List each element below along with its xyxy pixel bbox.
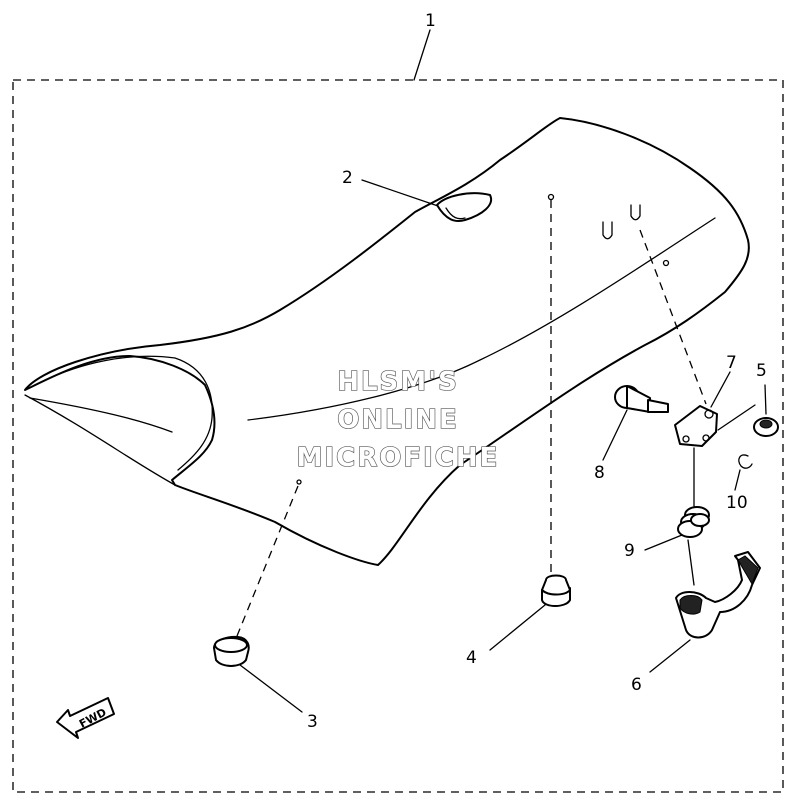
- seat-assembly: [24, 117, 750, 566]
- spring-line-bottom: [687, 539, 695, 586]
- callout-5[interactable]: 5: [756, 361, 767, 381]
- callout-3[interactable]: 3: [307, 712, 318, 732]
- part-5-grommet: [753, 417, 779, 437]
- part-8-bolt: [614, 385, 669, 413]
- callout-6[interactable]: 6: [631, 675, 642, 695]
- leader-6: [649, 639, 691, 673]
- leader-4: [489, 604, 546, 651]
- callout-4[interactable]: 4: [466, 648, 477, 668]
- leader-10: [734, 469, 741, 491]
- fwd-arrow: FWD: [56, 697, 115, 739]
- leader-1: [413, 29, 431, 81]
- watermark-line-2: ONLINE: [337, 405, 459, 435]
- part-10-clip: [738, 454, 753, 469]
- leader-2: [361, 179, 439, 207]
- callout-7[interactable]: 7: [726, 353, 737, 373]
- callout-9[interactable]: 9: [624, 541, 635, 561]
- watermark-line-3: MICROFICHE: [297, 443, 500, 473]
- part-2-strap: [436, 192, 493, 223]
- callout-1[interactable]: 1: [425, 11, 436, 31]
- watermark: HLSM'S ONLINE MICROFICHE: [296, 366, 500, 473]
- part-3-damper: [213, 635, 250, 667]
- leader-7: [710, 371, 731, 408]
- part-4-damper: [541, 574, 571, 607]
- part-6-lever: [675, 551, 761, 639]
- leader-8: [602, 409, 628, 461]
- callout-10[interactable]: 10: [726, 493, 748, 513]
- assembly-frame: [12, 79, 784, 793]
- dash-5: [717, 404, 756, 431]
- part-7-bracket: [674, 405, 718, 447]
- part-9-spring: [677, 506, 710, 538]
- leader-9: [644, 534, 683, 551]
- callout-8[interactable]: 8: [594, 463, 605, 483]
- dash-7: [639, 229, 707, 405]
- leader-3: [239, 664, 303, 713]
- leader-5: [764, 384, 767, 415]
- watermark-line-1: HLSM'S: [337, 367, 459, 397]
- callout-2[interactable]: 2: [342, 168, 353, 188]
